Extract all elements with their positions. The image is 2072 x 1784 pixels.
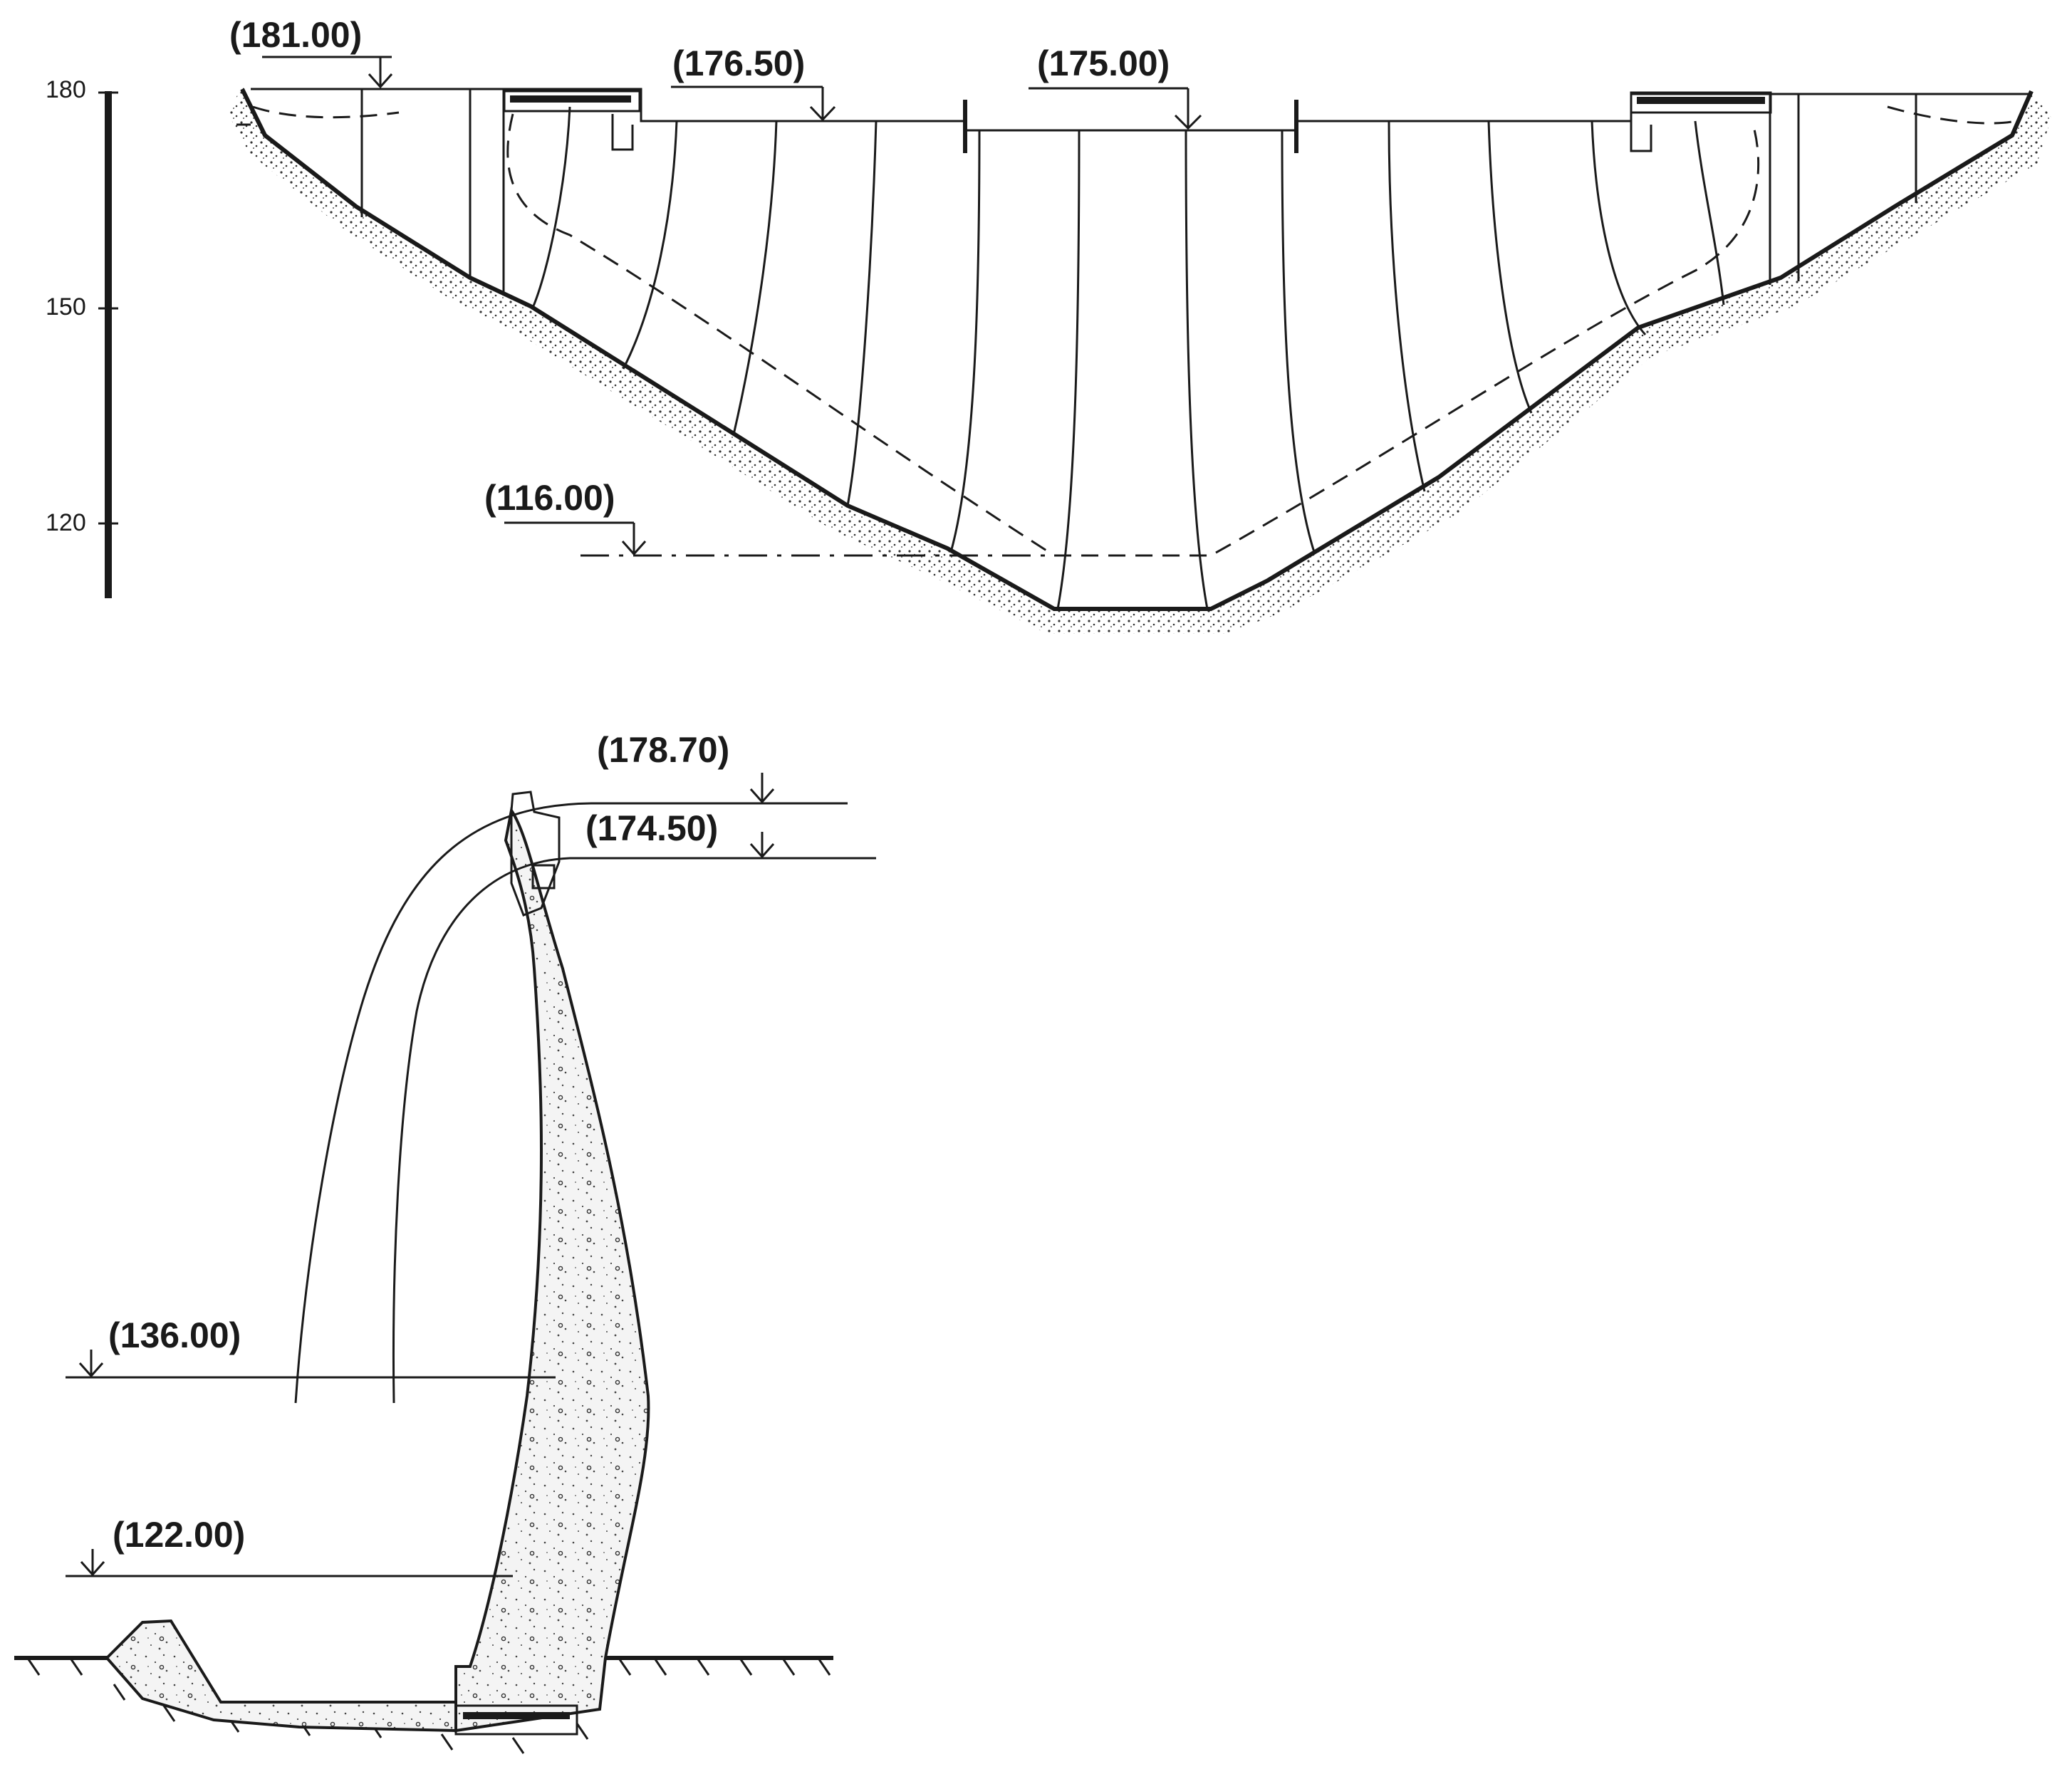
elevation-label-136: (136.00) [108,1315,241,1355]
block-joints [360,89,1917,610]
inner-dashed-curve [506,113,1760,557]
dam-body [454,806,650,1733]
jet-lower [392,857,876,1404]
apron-slab [105,1619,465,1733]
valley-rock-band [228,85,2051,634]
elevation-label-174-50: (174.50) [585,808,718,848]
right-crest-dash [1887,105,2016,125]
elevation-label-181: (181.00) [229,15,362,55]
left-crest-dash [252,105,400,119]
dam-crest [510,791,561,917]
elevation-marker-175: (175.00) [1029,43,1202,130]
elevation-label-122: (122.00) [113,1515,245,1555]
valley-ground-line [240,88,2034,611]
elevation-marker-136: (136.00) [78,1315,241,1378]
dam-elevation-view: (181.00) (176.50) (175.00) (116.00) [228,15,2051,634]
jet-upper [294,802,848,1404]
elevation-marker-122: (122.00) [80,1515,245,1577]
right-abutment-block [1630,91,1772,152]
left-abutment-block [503,90,641,151]
scale-bar: 180 150 120 [46,76,118,598]
elevation-marker-176-50: (176.50) [671,43,836,122]
elevation-label-178-70: (178.70) [597,730,729,770]
crest-gallery [531,864,556,890]
scale-label-150: 150 [46,293,86,320]
elevation-label-175: (175.00) [1037,43,1170,83]
elevation-label-176-50: (176.50) [672,43,805,83]
elevation-marker-174-50: (174.50) [585,808,775,859]
elevation-marker-181: (181.00) [229,15,393,89]
elevation-label-116: (116.00) [484,478,615,518]
elevation-marker-178-70: (178.70) [597,730,775,804]
elevation-marker-116: (116.00) [484,478,647,556]
scale-label-120: 120 [46,509,86,536]
foundation-gallery [454,1704,578,1736]
dam-cross-section: (178.70) (174.50) (136.00) (122.00) [14,730,876,1754]
scale-label-180: 180 [46,76,86,103]
crest-line [251,88,2030,132]
